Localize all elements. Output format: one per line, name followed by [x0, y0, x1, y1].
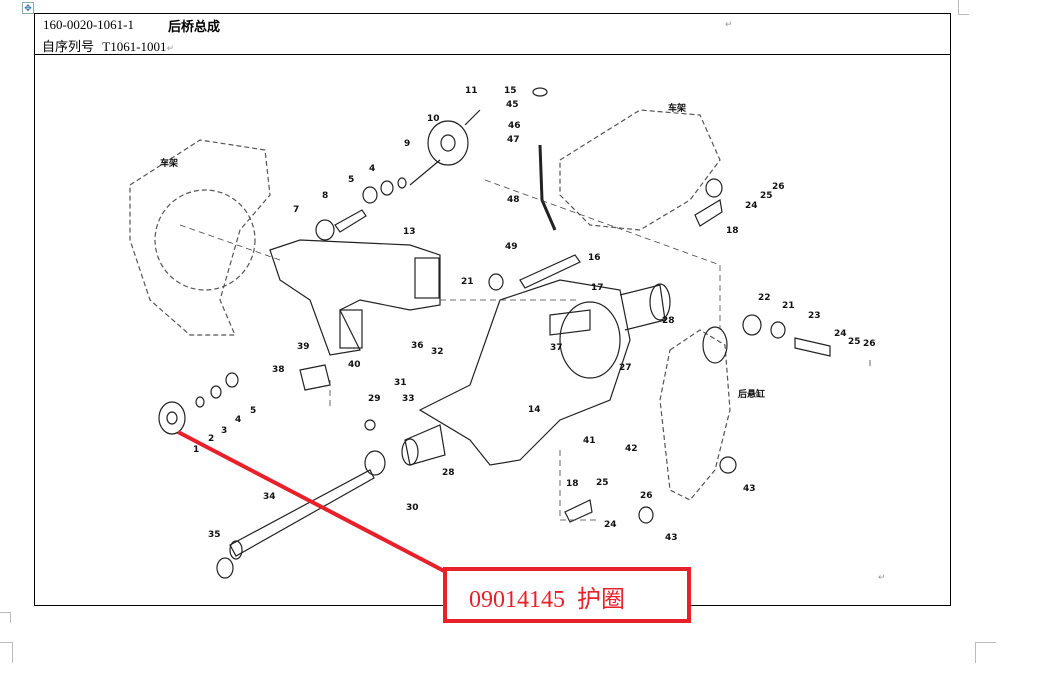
- callout-label: 25: [848, 337, 861, 347]
- callout-label: 46: [508, 121, 521, 131]
- paragraph-mark: ↵: [725, 20, 733, 30]
- callout-label: 39: [297, 342, 310, 352]
- callout-label: 25: [760, 191, 773, 201]
- serial-value: T1061-1001: [102, 39, 167, 54]
- page-corner-mark: [958, 0, 969, 15]
- callout-label: 36: [411, 341, 424, 351]
- callout-label: 5: [348, 175, 354, 185]
- callout-label: 9: [404, 139, 410, 149]
- serial-label: 自序列号: [42, 40, 95, 55]
- callout-label: 16: [588, 253, 601, 263]
- callout-label: 23: [808, 311, 821, 321]
- callout-label: 1: [193, 445, 199, 455]
- callout-label: 3: [221, 426, 227, 436]
- callout-label: 15: [504, 86, 517, 96]
- callout-label: 28: [442, 468, 455, 478]
- callout-label: 21: [782, 301, 795, 311]
- page-corner-mark: [975, 642, 996, 663]
- callout-label: 25: [596, 478, 609, 488]
- part-annotation-box: 09014145 护圈: [443, 567, 691, 623]
- page-corner-mark: [0, 642, 13, 663]
- serial-line: 自序列号 T1061-1001↵: [42, 39, 175, 55]
- frame-label-right: 车架: [668, 102, 686, 114]
- callout-label: 30: [406, 503, 419, 513]
- callout-label: 42: [625, 444, 638, 454]
- callout-label: 18: [566, 479, 579, 489]
- annotation-part-number: 09014145: [469, 587, 565, 613]
- callout-label: 43: [665, 533, 678, 543]
- callout-label: 49: [505, 242, 518, 252]
- annotation-pointer-line: [177, 430, 447, 574]
- assembly-title: 后桥总成: [168, 20, 221, 35]
- callout-label: 4: [235, 415, 241, 425]
- table-header-row: 160-0020-1061-1 后桥总成 自序列号 T1061-1001↵: [35, 14, 950, 55]
- callout-label: 34: [263, 492, 276, 502]
- callout-label: 31: [394, 378, 407, 388]
- callout-label: 29: [368, 394, 381, 404]
- callout-label: 48: [507, 195, 520, 205]
- callout-label: 28: [662, 316, 675, 326]
- callout-label: 26: [772, 182, 785, 192]
- callout-label: 24: [604, 520, 617, 530]
- callout-label: 24: [745, 201, 758, 211]
- callout-label: 24: [834, 329, 847, 339]
- callout-label: 2: [208, 434, 214, 444]
- callout-label: 37: [550, 343, 563, 353]
- page-corner-mark: [0, 612, 11, 623]
- part-annotation-text: 09014145 护圈: [469, 579, 625, 614]
- part-code: 160-0020-1061-1: [43, 17, 134, 32]
- annotation-part-name: 护圈: [577, 585, 625, 613]
- callout-label: 32: [431, 347, 444, 357]
- callout-label: 47: [507, 135, 520, 145]
- callout-label: 40: [348, 360, 361, 370]
- callout-label: 38: [272, 365, 285, 375]
- frame-label-left: 车架: [160, 157, 178, 169]
- paragraph-mark: ↵: [878, 573, 886, 583]
- callout-label: 33: [402, 394, 415, 404]
- callout-label: 45: [506, 100, 519, 110]
- callout-label: 4: [369, 164, 375, 174]
- callout-label: 21: [461, 277, 474, 287]
- callout-label: 14: [528, 405, 541, 415]
- diagram-linework: [129, 87, 871, 579]
- callout-label: 26: [640, 491, 653, 501]
- callout-label: 18: [726, 226, 739, 236]
- callout-label: 41: [583, 436, 596, 446]
- callout-label: 10: [427, 114, 440, 124]
- callout-label: 26: [863, 339, 876, 349]
- cylinder-label: 后悬缸: [738, 388, 765, 400]
- callout-label: 8: [322, 191, 328, 201]
- callout-label: 11: [465, 86, 478, 96]
- callout-label: 7: [293, 205, 299, 215]
- table-move-handle[interactable]: ✥: [22, 2, 34, 14]
- callout-label: 17: [591, 283, 604, 293]
- callout-label: 22: [758, 293, 771, 303]
- callout-label: 43: [743, 484, 756, 494]
- callout-label: 5: [250, 406, 256, 416]
- callout-label: 35: [208, 530, 221, 540]
- callout-label: 13: [403, 227, 416, 237]
- callout-label: 27: [619, 363, 632, 373]
